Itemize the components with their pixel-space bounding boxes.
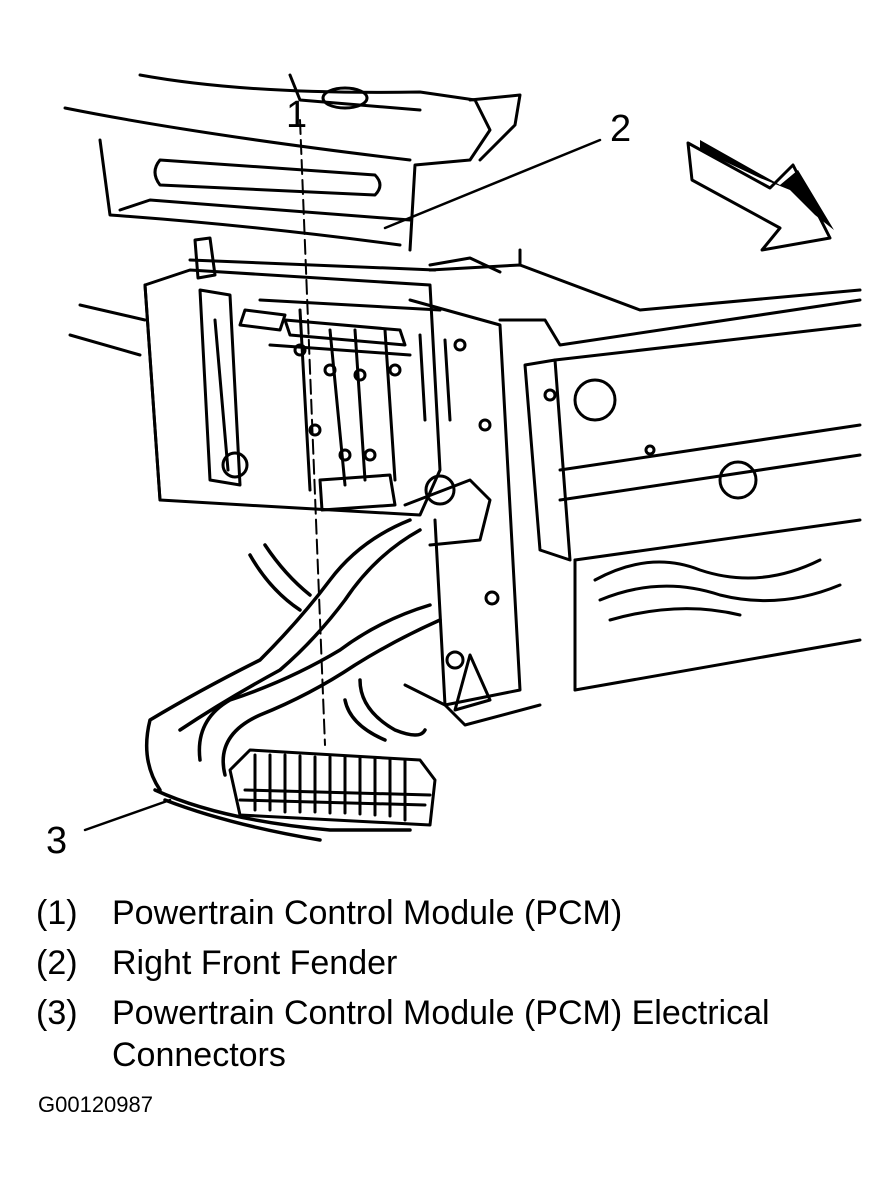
legend-item: (3) Powertrain Control Module (PCM) Elec… — [36, 992, 866, 1076]
frame-rail — [428, 248, 862, 692]
callout-1-leader — [299, 119, 326, 746]
callout-3-leader — [83, 798, 172, 832]
forward-direction-arrow-icon — [686, 140, 834, 252]
legend-number: (3) — [36, 994, 78, 1032]
callout-3: 3 — [46, 820, 68, 862]
callout-2-leader — [383, 138, 602, 230]
pcm-module — [143, 236, 442, 517]
legend-number: (2) — [36, 944, 78, 982]
figure-id: G00120987 — [38, 1092, 153, 1117]
legend-item: (1) Powertrain Control Module (PCM) — [36, 892, 866, 934]
legend-text: Powertrain Control Module (PCM) Electric… — [112, 994, 770, 1074]
fender-panel — [63, 73, 522, 357]
mounting-bracket — [403, 298, 542, 727]
legend-text: Right Front Fender — [112, 944, 398, 982]
legend: (1) Powertrain Control Module (PCM) (2) … — [36, 892, 866, 1084]
callout-2: 2 — [610, 108, 632, 150]
callout-1: 1 — [286, 94, 308, 136]
wiring-harness — [144, 518, 442, 842]
legend-item: (2) Right Front Fender — [36, 942, 866, 984]
pcm-location-illustration — [63, 73, 862, 842]
legend-number: (1) — [36, 894, 78, 932]
legend-text: Powertrain Control Module (PCM) — [112, 894, 623, 932]
pcm-electrical-connectors — [228, 748, 437, 827]
